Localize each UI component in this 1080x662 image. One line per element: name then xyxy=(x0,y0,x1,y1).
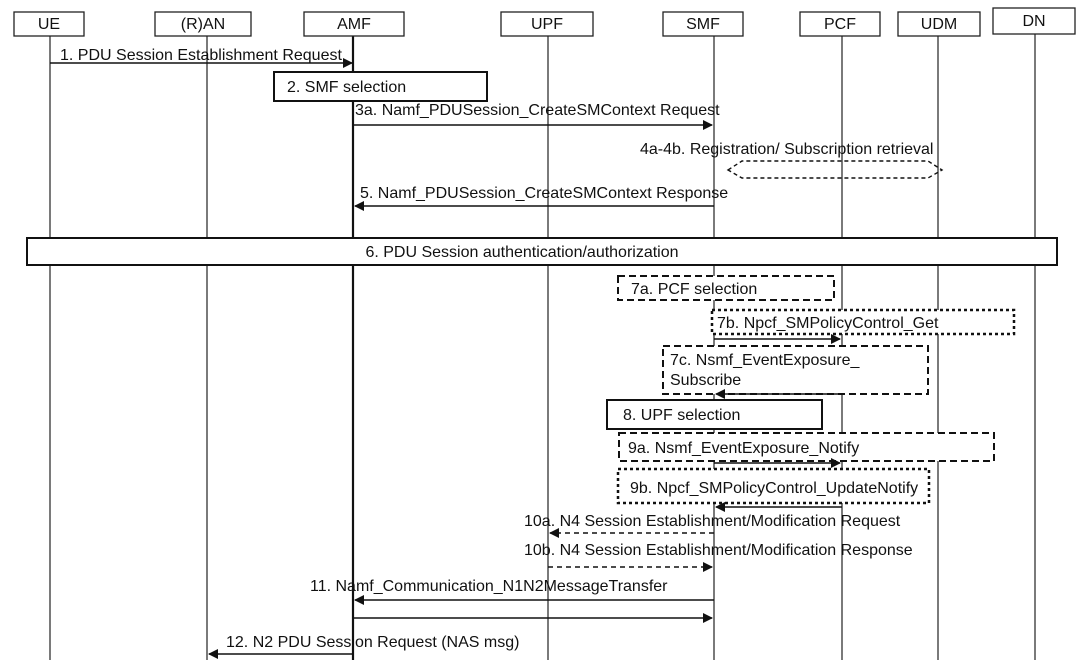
step-8-box xyxy=(606,399,823,430)
entity-amf-label: AMF xyxy=(337,16,371,33)
step-7c-box xyxy=(662,345,929,395)
msg-12-label: 12. N2 PDU Session Request (NAS msg) xyxy=(226,634,519,651)
step-7b-label: 7b. Npcf_SMPolicyControl_Get xyxy=(717,315,939,332)
step-7a-label: 7a. PCF selection xyxy=(631,281,757,298)
msg-11-label: 11. Namf_Communication_N1N2MessageTransf… xyxy=(310,578,668,595)
msg-5-label: 5. Namf_PDUSession_CreateSMContext Respo… xyxy=(360,185,728,202)
step-9a-box xyxy=(618,432,995,462)
step-6-box xyxy=(26,237,1058,266)
entity-smf-label: SMF xyxy=(686,16,720,33)
step-6-label: 6. PDU Session authentication/authorizat… xyxy=(365,244,678,261)
step-7b-box xyxy=(710,308,1016,336)
msg-10a-label: 10a. N4 Session Establishment/Modificati… xyxy=(524,513,901,530)
msg-3a-label: 3a. Namf_PDUSession_CreateSMContext Requ… xyxy=(355,102,720,119)
entity-pcf: PCF xyxy=(799,11,881,37)
entity-pcf-label: PCF xyxy=(824,16,856,33)
entity-ran-label: (R)AN xyxy=(181,16,225,33)
step-9b-box xyxy=(616,467,931,505)
step-9a-label: 9a. Nsmf_EventExposure_Notify xyxy=(628,440,859,457)
step-2-box xyxy=(273,71,488,102)
entity-dn: DN xyxy=(992,7,1076,35)
entity-ue-label: UE xyxy=(38,16,60,33)
msg-10b-label: 10b. N4 Session Establishment/Modificati… xyxy=(524,542,913,559)
entity-dn-label: DN xyxy=(1022,13,1045,30)
step-2-label: 2. SMF selection xyxy=(287,79,406,96)
entity-smf: SMF xyxy=(662,11,744,37)
step-7c-label-line2: Subscribe xyxy=(670,372,741,389)
msg-4-label: 4a-4b. Registration/ Subscription retrie… xyxy=(640,141,933,158)
entity-ue: UE xyxy=(13,11,85,37)
entity-upf: UPF xyxy=(500,11,594,37)
entity-amf: AMF xyxy=(303,11,405,37)
entity-udm: UDM xyxy=(897,11,981,37)
entity-udm-label: UDM xyxy=(921,16,957,33)
entity-ran: (R)AN xyxy=(154,11,252,37)
entity-upf-label: UPF xyxy=(531,16,563,33)
step-7c-label-line1: 7c. Nsmf_EventExposure_ xyxy=(670,352,861,369)
msg-1-label: 1. PDU Session Establishment Request xyxy=(60,47,342,64)
step-8-label: 8. UPF selection xyxy=(623,407,740,424)
step-9b-label: 9b. Npcf_SMPolicyControl_UpdateNotify xyxy=(630,480,918,497)
step-7a-box xyxy=(617,275,835,301)
msg-4-hexagon xyxy=(726,160,944,179)
